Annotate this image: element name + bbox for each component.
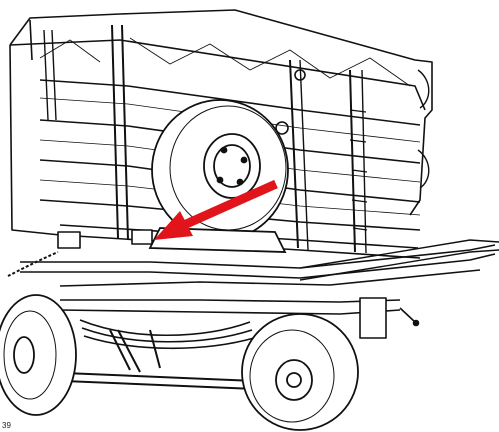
chassis-frame xyxy=(7,229,499,391)
arrow-icon xyxy=(154,179,278,240)
left-road-wheel xyxy=(0,294,77,416)
figure-code: 39 xyxy=(2,421,11,430)
right-road-wheel xyxy=(241,313,359,431)
